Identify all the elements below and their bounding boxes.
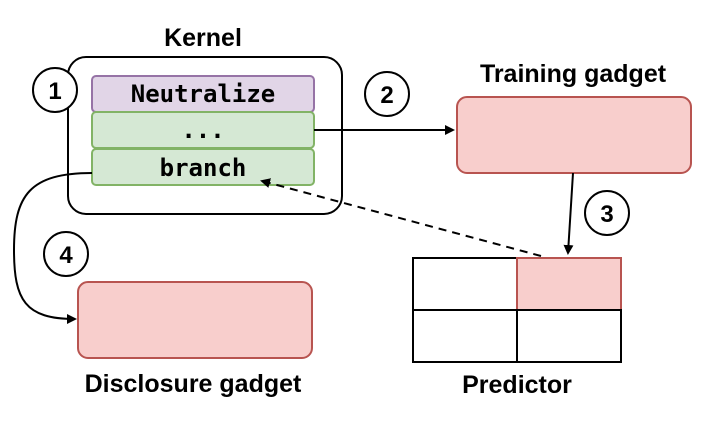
- step-1-circle: [32, 67, 78, 113]
- disclosure-gadget-box: [77, 281, 313, 359]
- step-1-label: 1: [48, 78, 61, 105]
- disclosure-gadget-label: Disclosure gadget: [85, 370, 302, 398]
- step-3-label: 3: [600, 201, 613, 228]
- predictor-cell-top-right: [516, 257, 622, 311]
- arrow-to-disclosure-gadget: [12, 172, 93, 324]
- predictor-cell-bottom-right: [516, 309, 622, 363]
- branch-text: branch: [160, 154, 247, 182]
- neutralize-text: Neutralize: [131, 80, 276, 108]
- predictor-label: Predictor: [462, 371, 572, 399]
- arrow-to-predictor: [563, 172, 574, 255]
- step-2-label: 2: [380, 82, 393, 109]
- predictor-cell-bottom-left: [412, 309, 518, 363]
- ellipsis-text: ...: [181, 116, 224, 144]
- step-3-circle: [584, 190, 630, 236]
- step-4-circle: [43, 231, 89, 277]
- step-4-label: 4: [59, 242, 73, 269]
- predictor-cell-top-left: [412, 257, 518, 311]
- training-gadget-box: [456, 96, 692, 174]
- dashed-arrow-to-branch: [260, 178, 542, 257]
- training-gadget-label: Training gadget: [480, 60, 667, 88]
- kernel-title: Kernel: [164, 24, 242, 52]
- step-2-circle: [364, 71, 410, 117]
- kernel-box: [67, 56, 343, 215]
- branch-row: [91, 148, 315, 186]
